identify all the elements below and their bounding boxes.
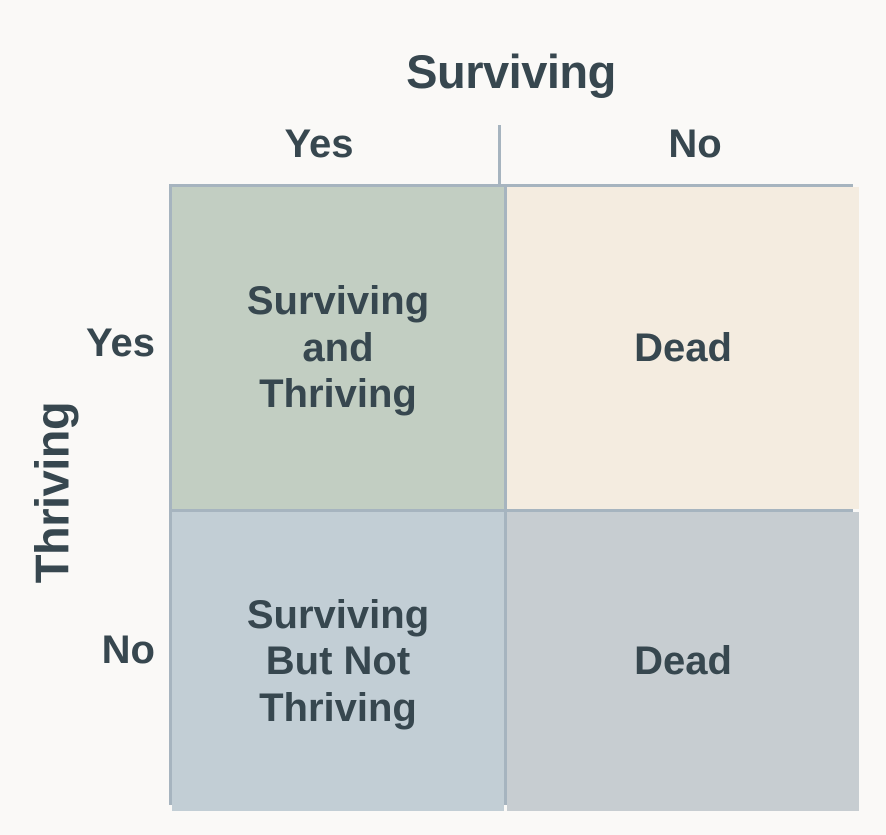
row-tick-no: No [101,628,155,672]
quadrant-surviving-yes-thriving-no: Surviving But Not Thriving [172,512,504,811]
row-axis-title: Thriving [25,401,79,584]
column-axis-title: Surviving [406,45,616,98]
quadrant-surviving-yes-thriving-yes: Surviving and Thriving [172,187,504,509]
column-divider-stub [498,125,501,184]
row-tick-yes: Yes [86,321,155,365]
column-tick-no: No [668,122,722,166]
quadrant-surviving-no-thriving-no: Dead [507,512,859,811]
matrix-grid: Surviving and Thriving Dead Surviving Bu… [169,184,859,811]
quadrant-surviving-no-thriving-yes: Dead [507,187,859,509]
column-tick-yes: Yes [284,122,354,166]
